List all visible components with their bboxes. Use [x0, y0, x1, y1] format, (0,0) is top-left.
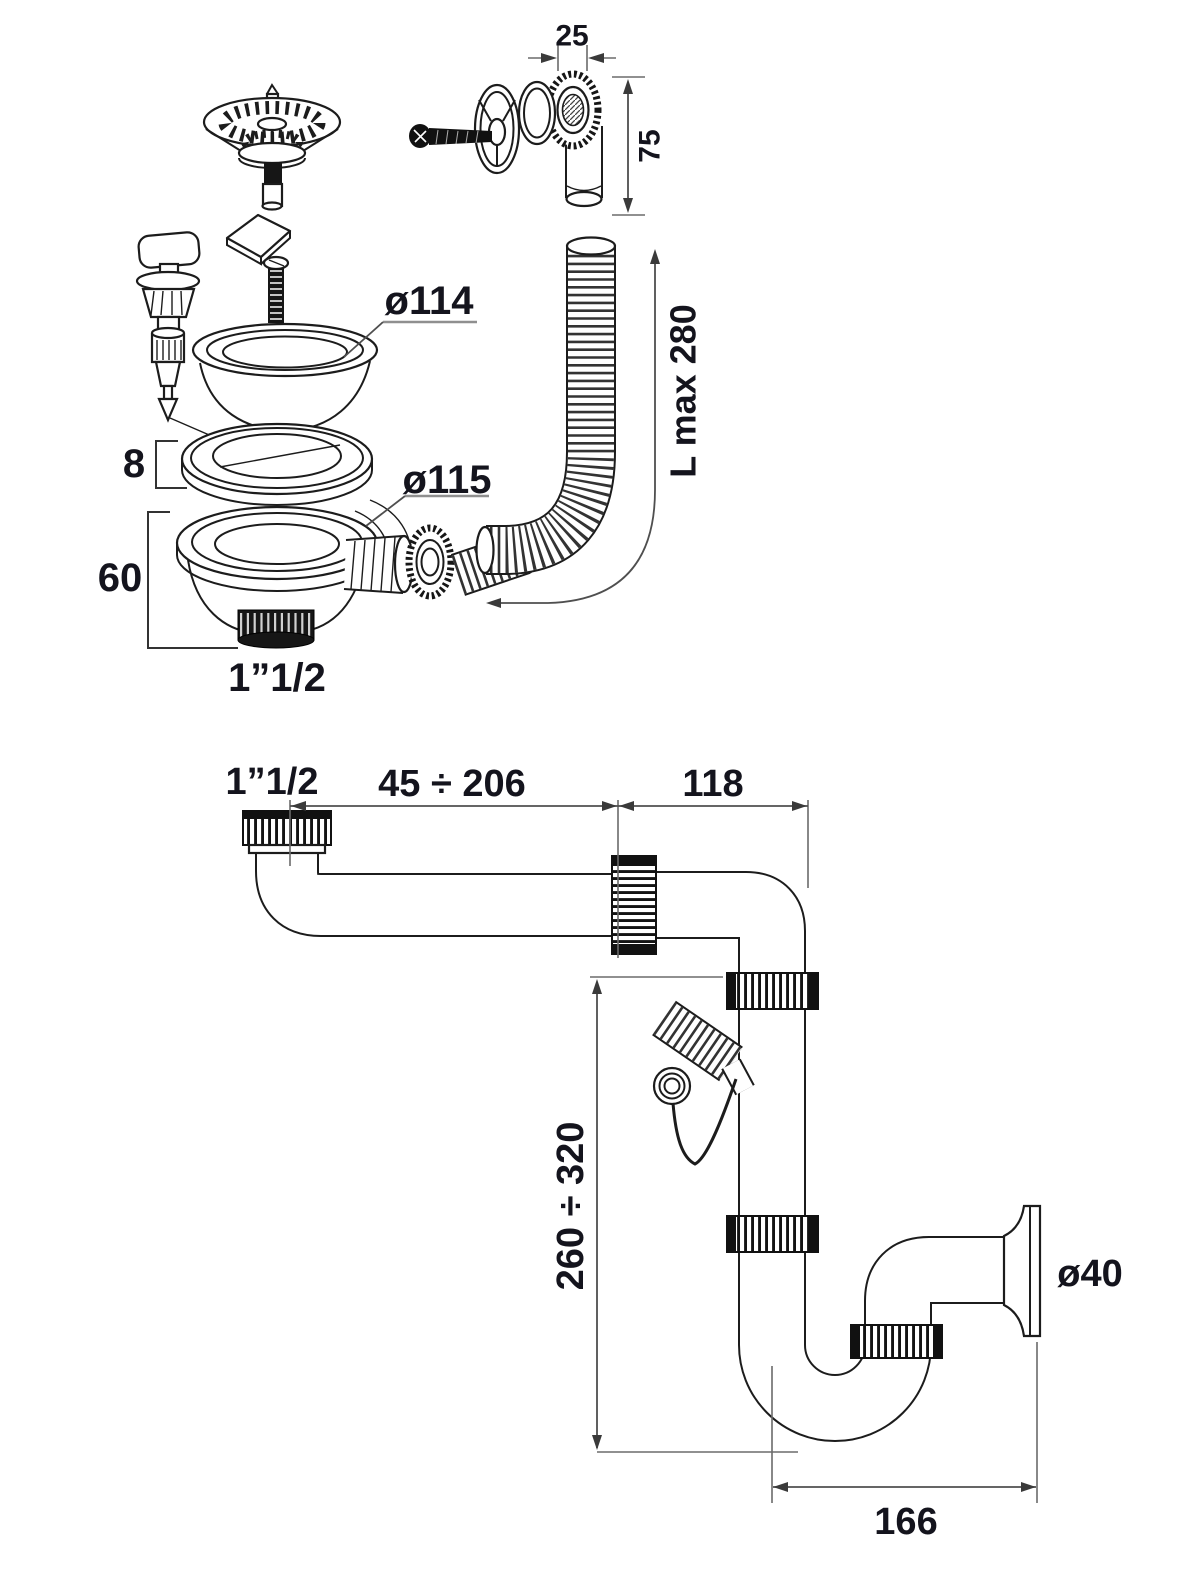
flexible-overflow-hose — [475, 236, 617, 575]
square-seal — [225, 213, 292, 266]
dim-body-flange-diameter: ø115 — [403, 458, 492, 502]
dim-vertical-adjustment: 260 ÷ 320 — [550, 1122, 592, 1291]
adjusting-nut — [611, 855, 657, 955]
inlet-nut — [242, 810, 332, 855]
bottom-dimensions: 1”1/2 45 ÷ 206 118 260 ÷ 320 166 ø40 — [226, 761, 1123, 1543]
dim-overflow-nut-width: 25 — [555, 20, 588, 53]
exploded-waste-diagram: 25 75 ø114 ø115 8 60 1”1/2 L max 280 — [98, 20, 704, 701]
dim-trap-width: 166 — [874, 1501, 937, 1543]
dim-outlet-thread: 1”1/2 — [228, 656, 326, 700]
top-dimensions: 25 75 ø114 ø115 8 60 1”1/2 L max 280 — [98, 20, 704, 701]
hose-length-arrow — [486, 249, 660, 608]
dim-horizontal-adjustment: 45 ÷ 206 — [378, 763, 526, 805]
dim-body-depth: 60 — [98, 556, 143, 600]
overflow-rosette — [473, 83, 521, 175]
strainer-bowl — [191, 322, 379, 433]
dim-outlet-diameter: ø40 — [1057, 1253, 1122, 1295]
dim-overflow-elbow-height: 75 — [634, 129, 667, 162]
overflow-inlet-hose — [652, 1000, 755, 1096]
sealing-ring — [180, 422, 374, 506]
trap-main-pipe — [630, 871, 1006, 1442]
fixing-screw-vertical — [262, 255, 290, 323]
overflow-screw — [409, 124, 492, 148]
waste-body — [175, 499, 535, 649]
riser-nut-lower — [726, 1215, 819, 1253]
dim-inlet-thread: 1”1/2 — [226, 761, 319, 803]
outlet-nut — [850, 1324, 943, 1359]
dim-elbow-offset: 118 — [682, 763, 743, 805]
overflow-nut — [544, 70, 602, 150]
clip-ring — [652, 1066, 692, 1106]
wire-clip — [671, 1078, 738, 1166]
dim-strainer-diameter: ø114 — [385, 279, 475, 323]
wall-flange — [1002, 1204, 1042, 1338]
hose-union-nut — [405, 524, 455, 600]
overflow-elbow-assembly — [409, 70, 603, 208]
plug-knob-assembly — [135, 231, 238, 448]
strainer-basket — [202, 83, 342, 211]
dim-gasket-thickness: 8 — [123, 442, 145, 486]
trap-inlet-pipe — [255, 849, 640, 937]
riser-nut-upper — [726, 972, 819, 1010]
trap-dimension-diagram: 1”1/2 45 ÷ 206 118 260 ÷ 320 166 ø40 — [226, 761, 1123, 1543]
overflow-gasket — [517, 80, 557, 146]
dim-hose-length: L max 280 — [663, 304, 704, 477]
